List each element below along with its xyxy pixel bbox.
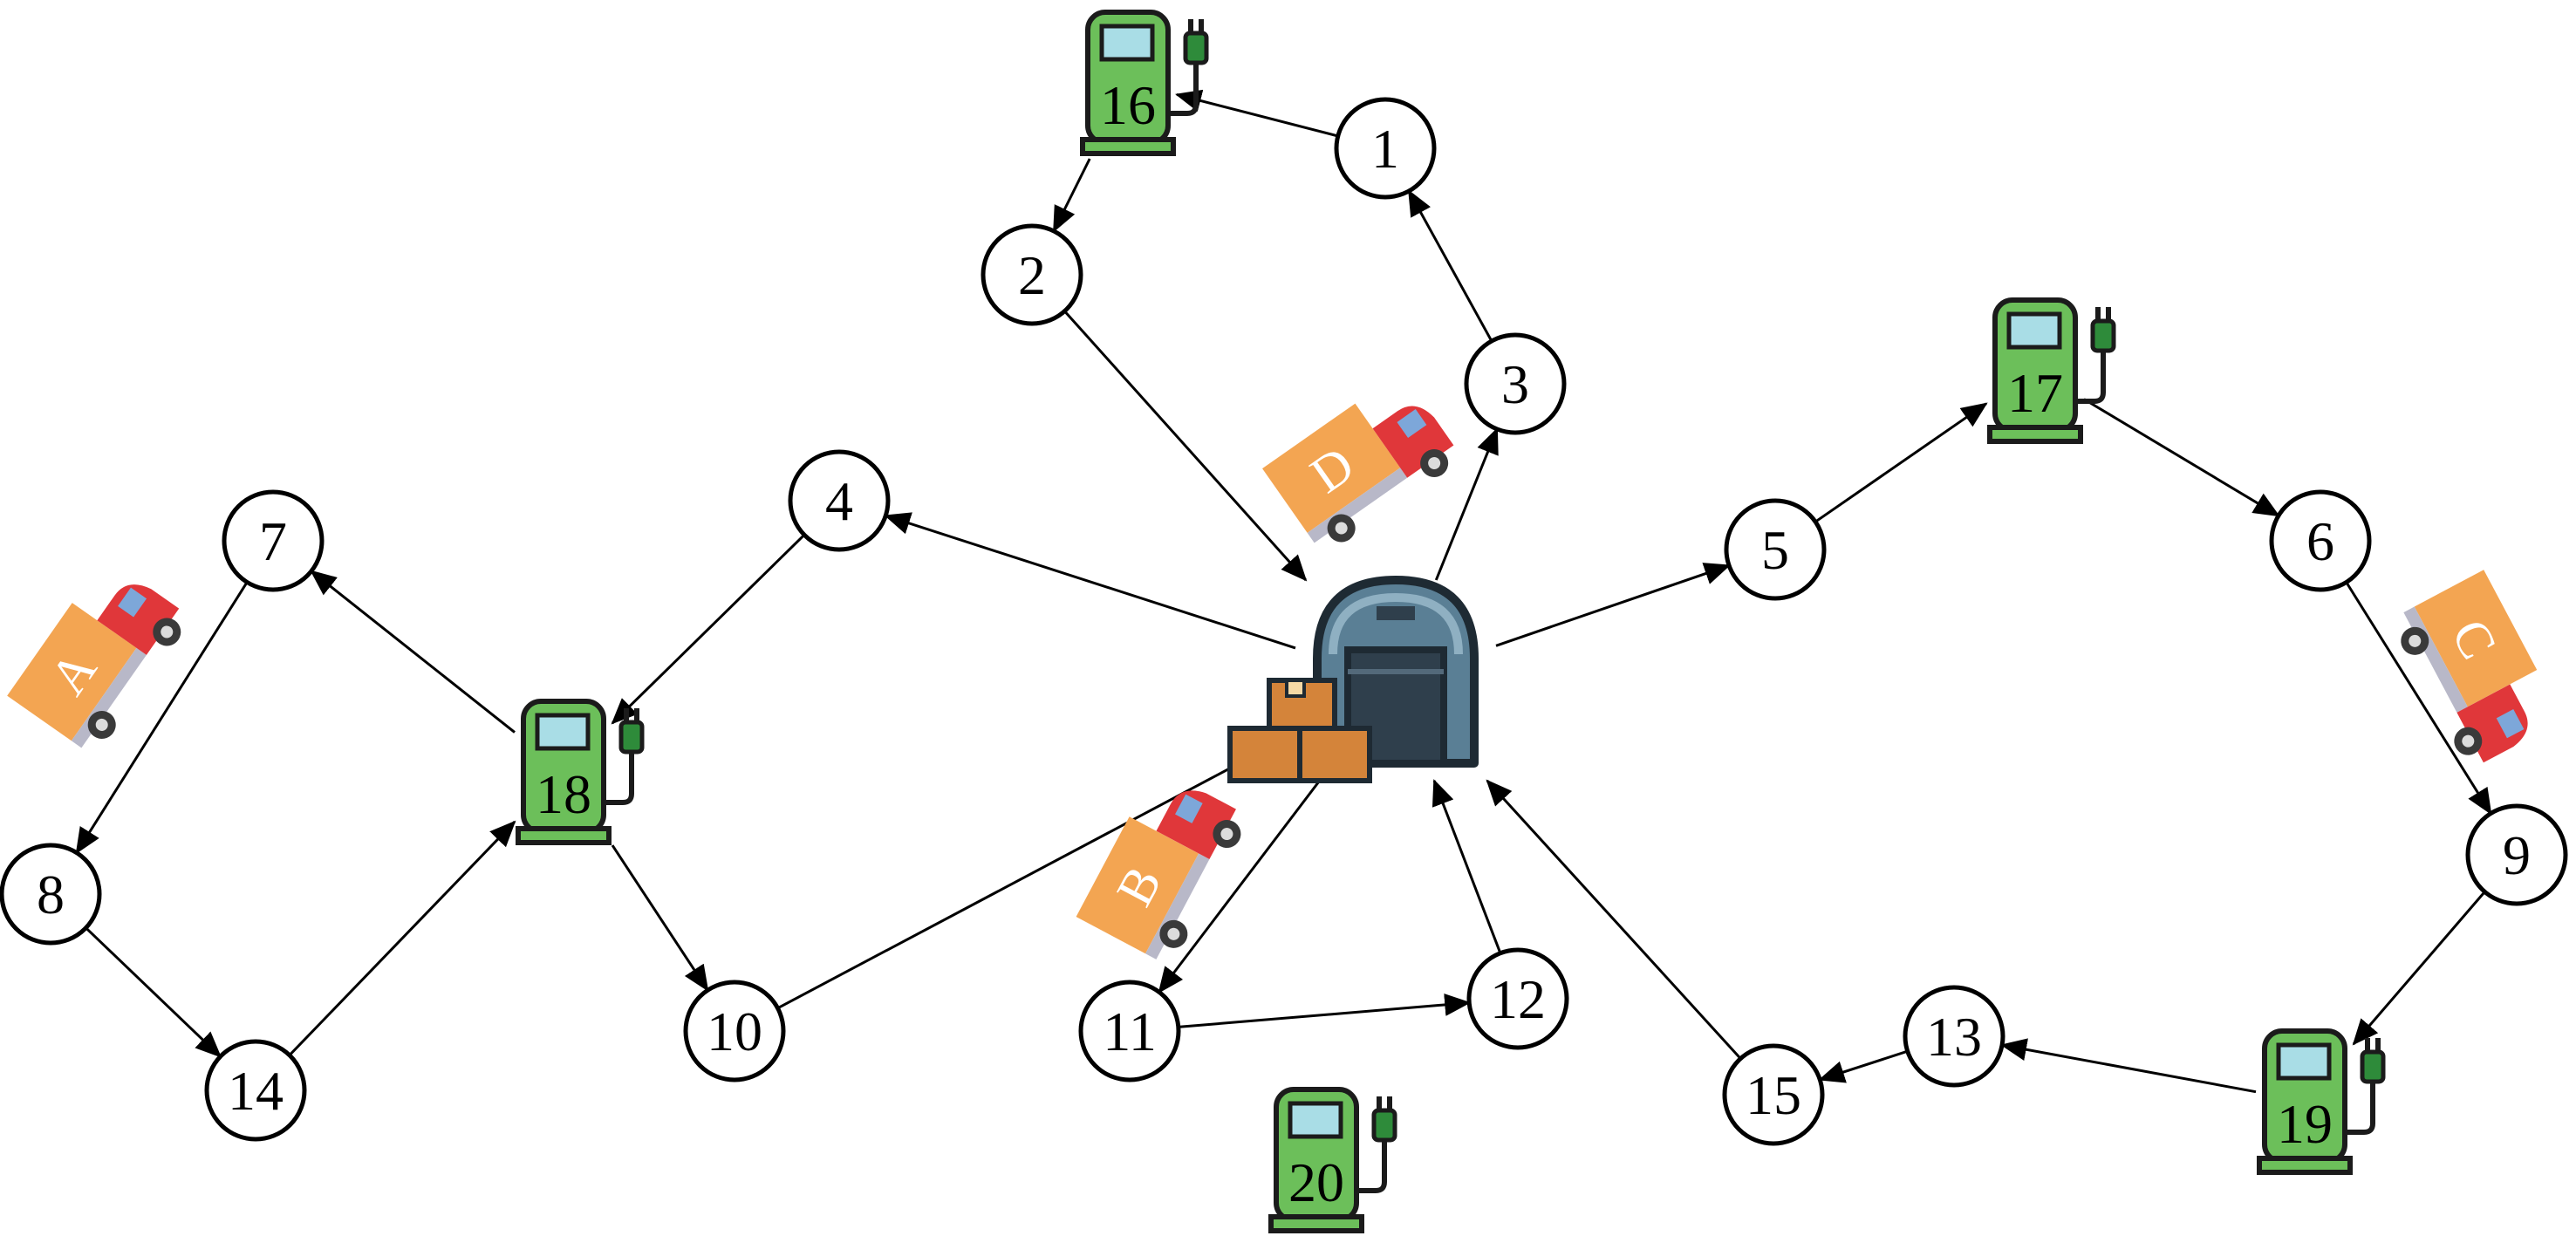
customer-label: 5	[1761, 519, 1789, 581]
edge-depot-to-3	[1434, 427, 1499, 581]
customer-label: 4	[825, 470, 853, 532]
customer-node-1: 1	[1334, 97, 1437, 200]
customer-node-7: 7	[222, 489, 325, 592]
edge-depot-to-5	[1495, 563, 1731, 647]
station-16-charging-station-icon: 16	[1080, 10, 1209, 156]
edge-5-to-17	[1814, 402, 1988, 523]
edge-14-to-18	[288, 820, 516, 1056]
customer-node-8: 8	[0, 843, 102, 946]
trucks-layer: A B C D	[7, 403, 2538, 959]
customer-node-5: 5	[1724, 498, 1827, 601]
edges-layer	[75, 89, 2492, 1094]
customer-label: 15	[1746, 1064, 1801, 1126]
customer-node-13: 13	[1903, 985, 2005, 1088]
customer-label: 10	[707, 1000, 762, 1062]
customer-node-14: 14	[204, 1039, 307, 1142]
customer-label: 9	[2503, 824, 2531, 886]
truck-A-truck-icon: A	[7, 584, 181, 748]
customer-node-15: 15	[1722, 1043, 1825, 1146]
depot-layer	[1227, 576, 1479, 783]
edge-19-to-13	[2000, 1038, 2257, 1094]
station-label: 16	[1100, 74, 1156, 136]
customer-node-11: 11	[1078, 980, 1181, 1082]
customer-label: 12	[1490, 968, 1546, 1030]
customer-label: 6	[2306, 510, 2334, 572]
station-label: 17	[2007, 362, 2063, 424]
edge-18-to-10	[611, 844, 709, 992]
customer-node-12: 12	[1466, 947, 1569, 1050]
customer-label: 2	[1018, 244, 1046, 306]
edge-16-to-2	[1052, 158, 1091, 233]
customer-node-9: 9	[2465, 803, 2568, 906]
customer-label: 14	[228, 1060, 284, 1122]
truck-D-truck-icon: D	[1262, 403, 1454, 543]
station-17-charging-station-icon: 17	[1987, 297, 2116, 444]
edge-3-to-1	[1407, 189, 1493, 342]
edge-17-to-6	[2083, 398, 2280, 517]
edge-8-to-14	[85, 926, 222, 1058]
station-label: 19	[2277, 1093, 2333, 1155]
customer-label: 1	[1371, 118, 1399, 180]
edge-12-to-depot	[1431, 779, 1502, 954]
station-label: 20	[1288, 1151, 1344, 1213]
edge-2-to-depot	[1063, 310, 1308, 582]
customer-label: 3	[1501, 353, 1529, 415]
edge-9-to-19	[2352, 891, 2486, 1046]
edge-6-to-9	[2345, 581, 2492, 816]
customer-label: 8	[37, 864, 65, 925]
truck-B-truck-icon: B	[1076, 790, 1241, 959]
customer-label: 11	[1103, 1000, 1157, 1062]
customer-label: 7	[259, 510, 287, 572]
customer-node-3: 3	[1464, 332, 1567, 435]
edge-1-to-16	[1175, 89, 1339, 138]
customer-node-10: 10	[683, 980, 786, 1082]
edge-15-to-depot	[1486, 779, 1742, 1060]
edge-depot-to-11	[1158, 780, 1321, 994]
edge-4-to-18	[611, 534, 806, 725]
warehouse-icon	[1227, 576, 1479, 783]
station-19-charging-station-icon: 19	[2257, 1028, 2386, 1175]
edge-11-to-12	[1178, 993, 1472, 1028]
station-label: 18	[536, 763, 591, 825]
truck-C-truck-icon: C	[2401, 570, 2538, 763]
edge-10-to-depot	[776, 732, 1297, 1010]
customer-node-4: 4	[788, 449, 891, 552]
station-20-charging-station-icon: 20	[1268, 1087, 1397, 1233]
customer-node-6: 6	[2269, 489, 2372, 592]
edge-13-to-15	[1818, 1049, 1909, 1083]
edge-7-to-8	[75, 581, 249, 855]
customer-label: 13	[1926, 1006, 1982, 1068]
customer-node-2: 2	[981, 223, 1083, 326]
station-18-charging-station-icon: 18	[516, 699, 645, 845]
edge-depot-to-4	[884, 512, 1296, 650]
edge-18-to-7	[310, 570, 516, 734]
